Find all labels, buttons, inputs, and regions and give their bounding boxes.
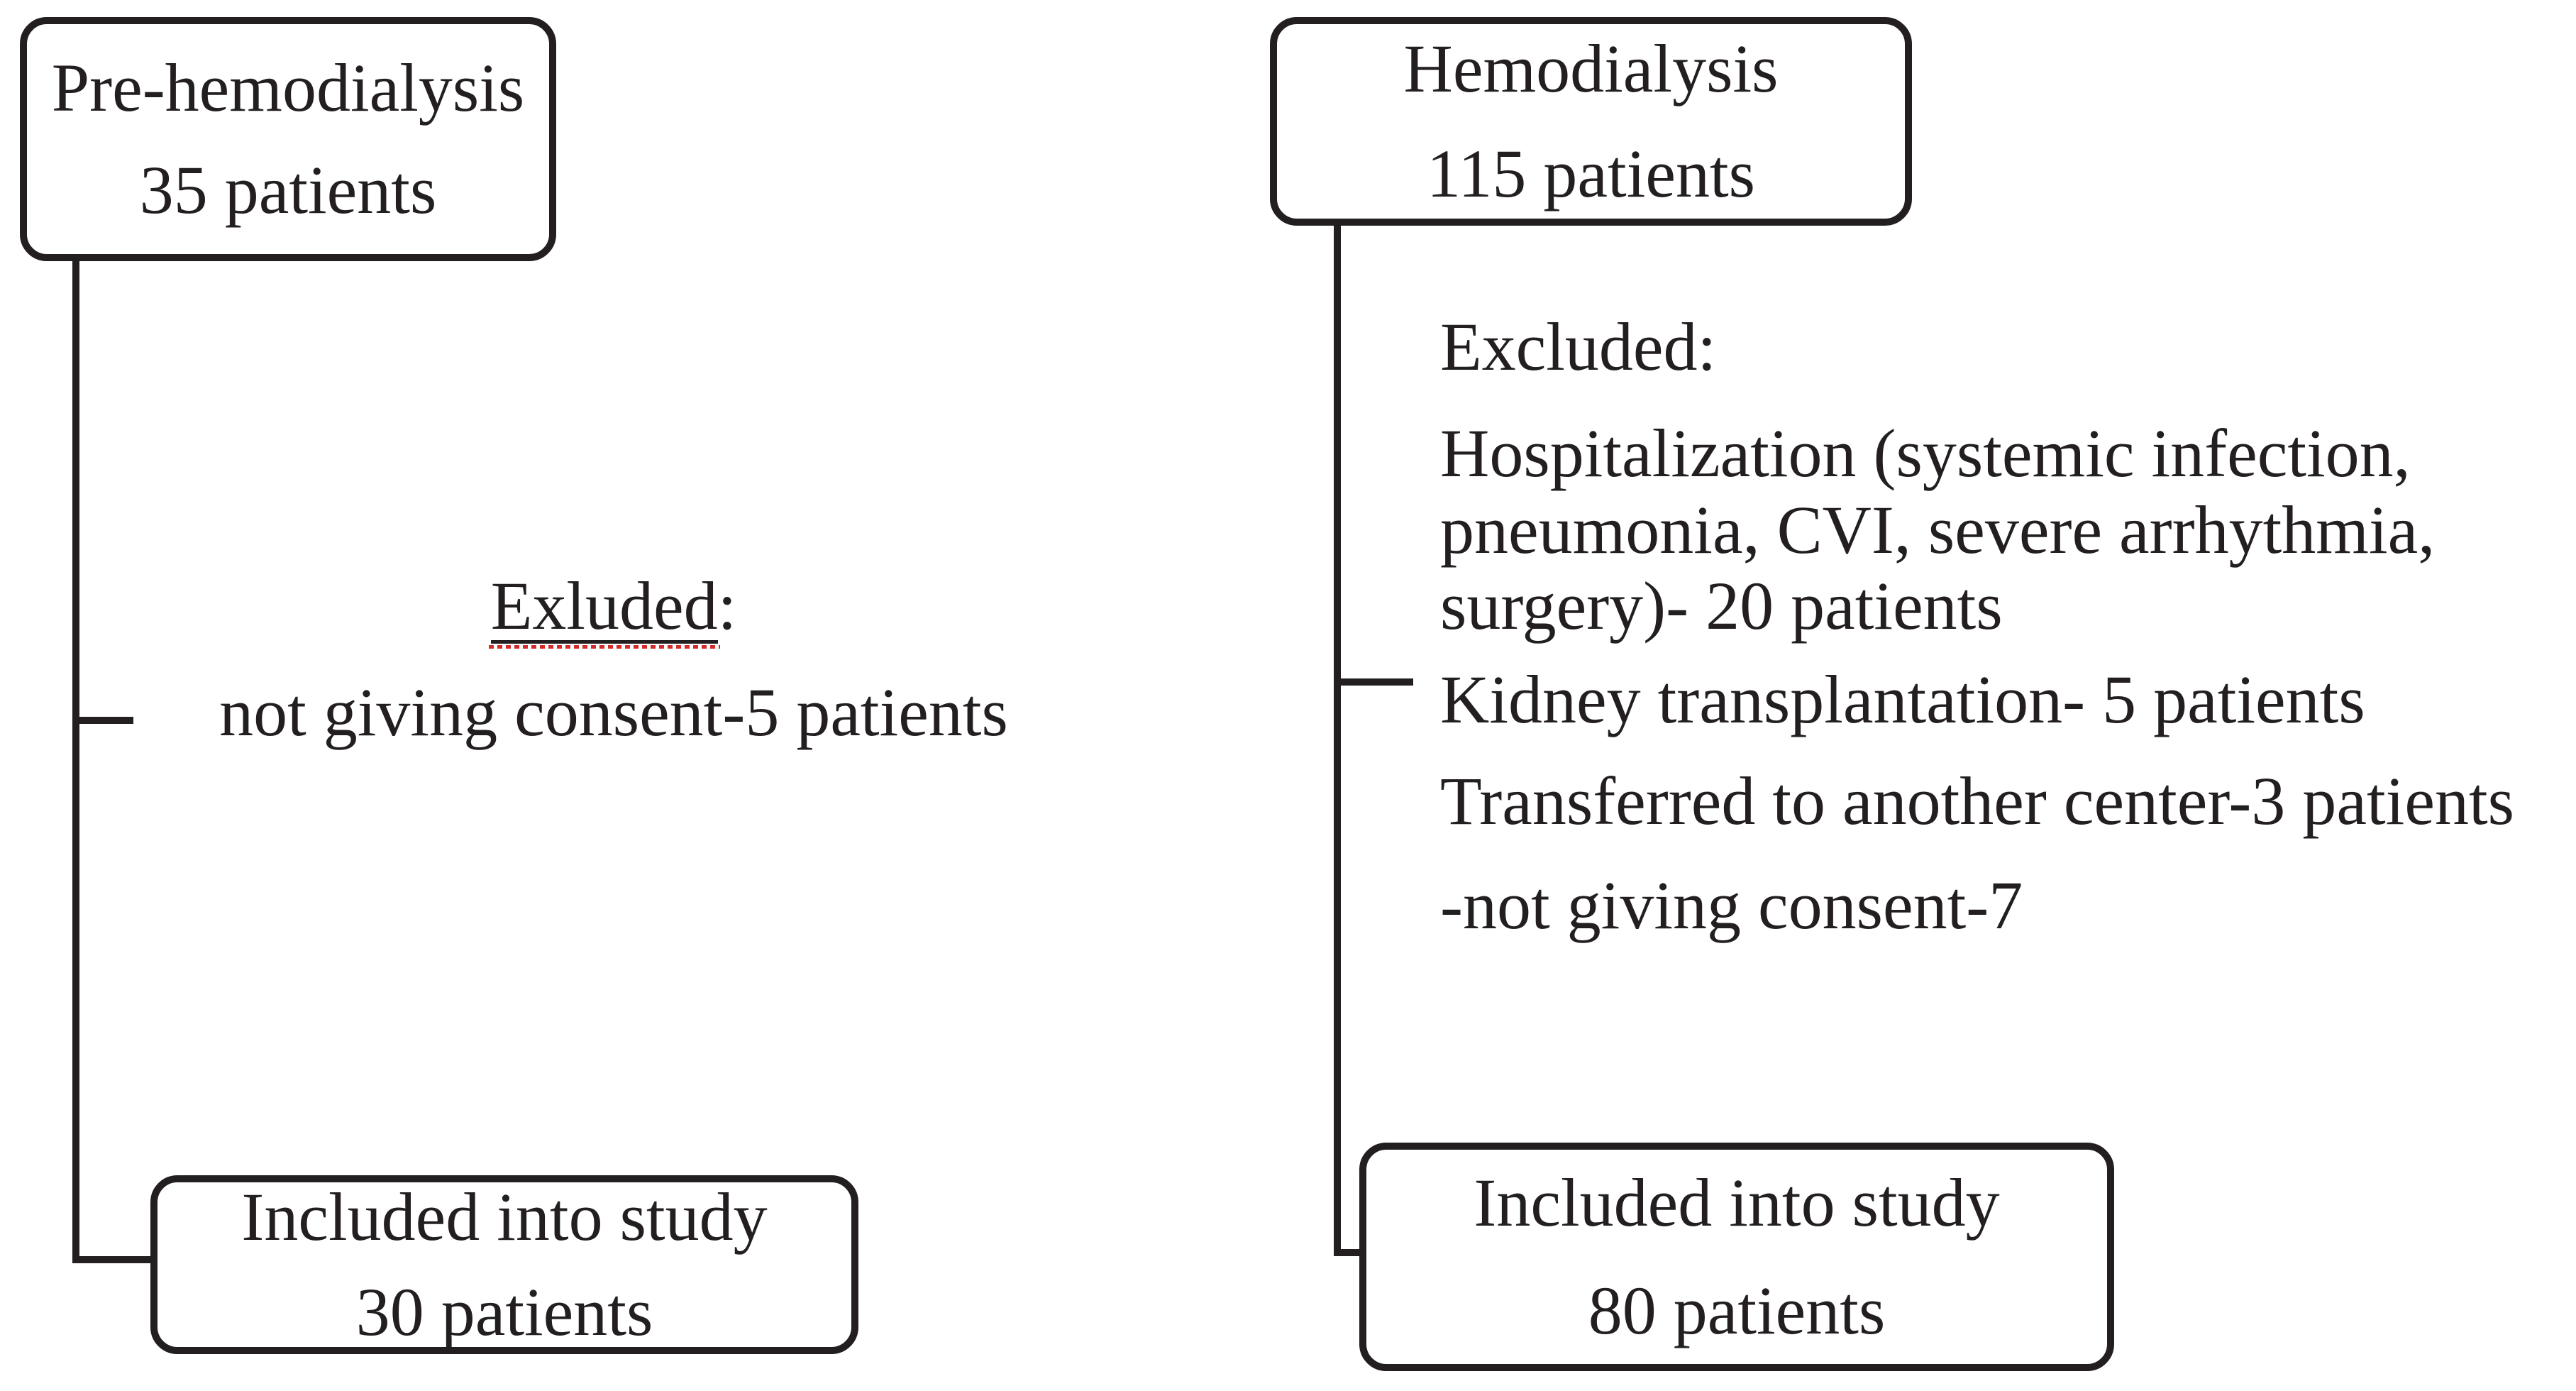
right-excluded-item: Hospitalization (systemic infection, pne… <box>1440 415 2436 644</box>
misspelled-word-underline: Exluded <box>488 572 720 649</box>
node-title: Hemodialysis <box>1403 31 1779 106</box>
left-branch-connector-line <box>72 260 152 1263</box>
flow-node-pre-hemodialysis: Pre-hemodialysis 35 patients <box>20 17 556 261</box>
left-excluded-item: not giving consent-5 patients <box>219 674 1008 750</box>
node-title: Included into study <box>1474 1165 2000 1241</box>
left-exclusion-tick-mark <box>74 717 133 724</box>
node-count: 35 patients <box>139 152 437 228</box>
flow-node-included-hemodialysis: Included into study 80 patients <box>1359 1143 2114 1371</box>
flow-node-included-pre-hemodialysis: Included into study 30 patients <box>150 1175 858 1354</box>
node-count: 115 patients <box>1426 136 1756 211</box>
node-title: Included into study <box>241 1179 768 1255</box>
right-excluded-item: Kidney transplantation- 5 patients <box>1440 661 2365 737</box>
right-excluded-item: Transferred to another center-3 patients <box>1440 763 2514 839</box>
right-branch-connector-line <box>1334 224 1362 1256</box>
node-title: Pre-hemodialysis <box>51 50 525 126</box>
left-excluded-colon: : <box>717 568 737 644</box>
right-excluded-item: -not giving consent-7 <box>1440 867 2023 943</box>
left-excluded-heading: Exluded: <box>99 572 1128 649</box>
node-count: 30 patients <box>355 1274 653 1350</box>
left-excluded-word: Exluded <box>490 568 718 644</box>
right-exclusion-tick-mark <box>1337 678 1413 686</box>
right-excluded-heading: Excluded: <box>1440 309 1717 385</box>
node-count: 80 patients <box>1588 1272 1886 1348</box>
flow-node-hemodialysis: Hemodialysis 115 patients <box>1270 17 1912 226</box>
